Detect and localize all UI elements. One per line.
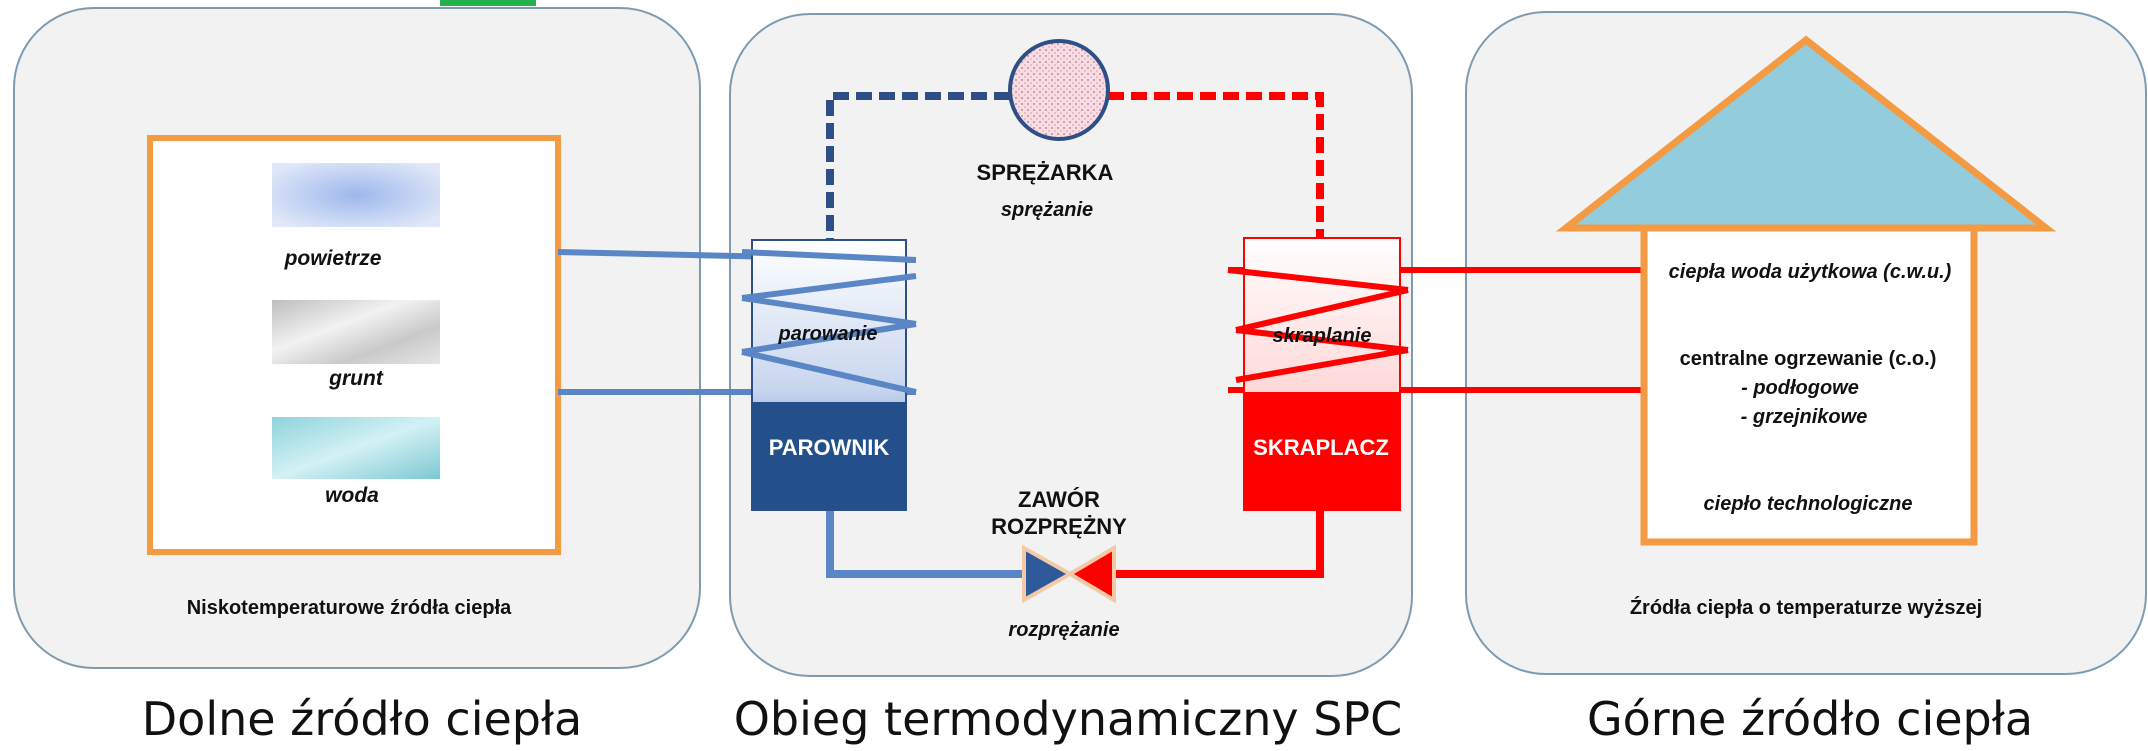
liquid-line-hot	[1112, 510, 1324, 578]
water-image	[272, 417, 440, 479]
use-tech: ciepło technologiczne	[1704, 493, 1913, 515]
evaporator-process: parowanie	[778, 323, 878, 345]
right-panel-caption: Źródła ciepła o temperaturze wyższej	[1630, 596, 1982, 619]
use-co-floor: - podłogowe	[1741, 377, 1859, 399]
condenser-label: SKRAPLACZ	[1253, 435, 1389, 460]
source-water-label: woda	[325, 484, 379, 507]
right-title: Górne źródło ciepła	[1587, 692, 2033, 746]
discharge-line	[1108, 92, 1324, 238]
condenser-base	[1244, 392, 1400, 510]
valve-process: rozprężanie	[1008, 619, 1119, 641]
use-co: centralne ogrzewanie (c.o.)	[1680, 348, 1937, 370]
left-panel-caption: Niskotemperaturowe źródła ciepła	[187, 597, 512, 619]
ground-image	[272, 300, 440, 364]
use-co-radiator: - grzejnikowe	[1741, 406, 1868, 428]
source-ground-label: grunt	[328, 367, 384, 390]
evaporator-label: PAROWNIK	[769, 435, 890, 460]
house-body	[1640, 224, 1978, 546]
source-air-label: powietrze	[284, 247, 382, 270]
use-cwu: ciepła woda użytkowa (c.w.u.)	[1669, 261, 1952, 283]
expansion-valve-left-icon	[1022, 544, 1075, 604]
compressor-icon	[1008, 39, 1110, 141]
compressor-process: sprężanie	[1001, 199, 1093, 221]
expansion-valve-right-icon	[1066, 544, 1116, 604]
green-marker	[440, 0, 536, 6]
valve-label-line2: ROZPRĘŻNY	[991, 514, 1127, 539]
middle-title: Obieg termodynamiczny SPC	[734, 692, 1403, 746]
liquid-line-cold	[826, 510, 1030, 578]
condenser-process: skraplanie	[1273, 325, 1372, 347]
condenser-coil	[1227, 267, 1409, 383]
valve-label-line1: ZAWÓR	[1018, 487, 1100, 512]
suction-line	[826, 92, 1010, 240]
air-image	[272, 163, 440, 227]
evaporator-base	[752, 402, 906, 510]
left-title: Dolne źródło ciepła	[142, 692, 582, 746]
evaporator-coil	[741, 249, 917, 395]
compressor-label: SPRĘŻARKA	[977, 160, 1114, 185]
